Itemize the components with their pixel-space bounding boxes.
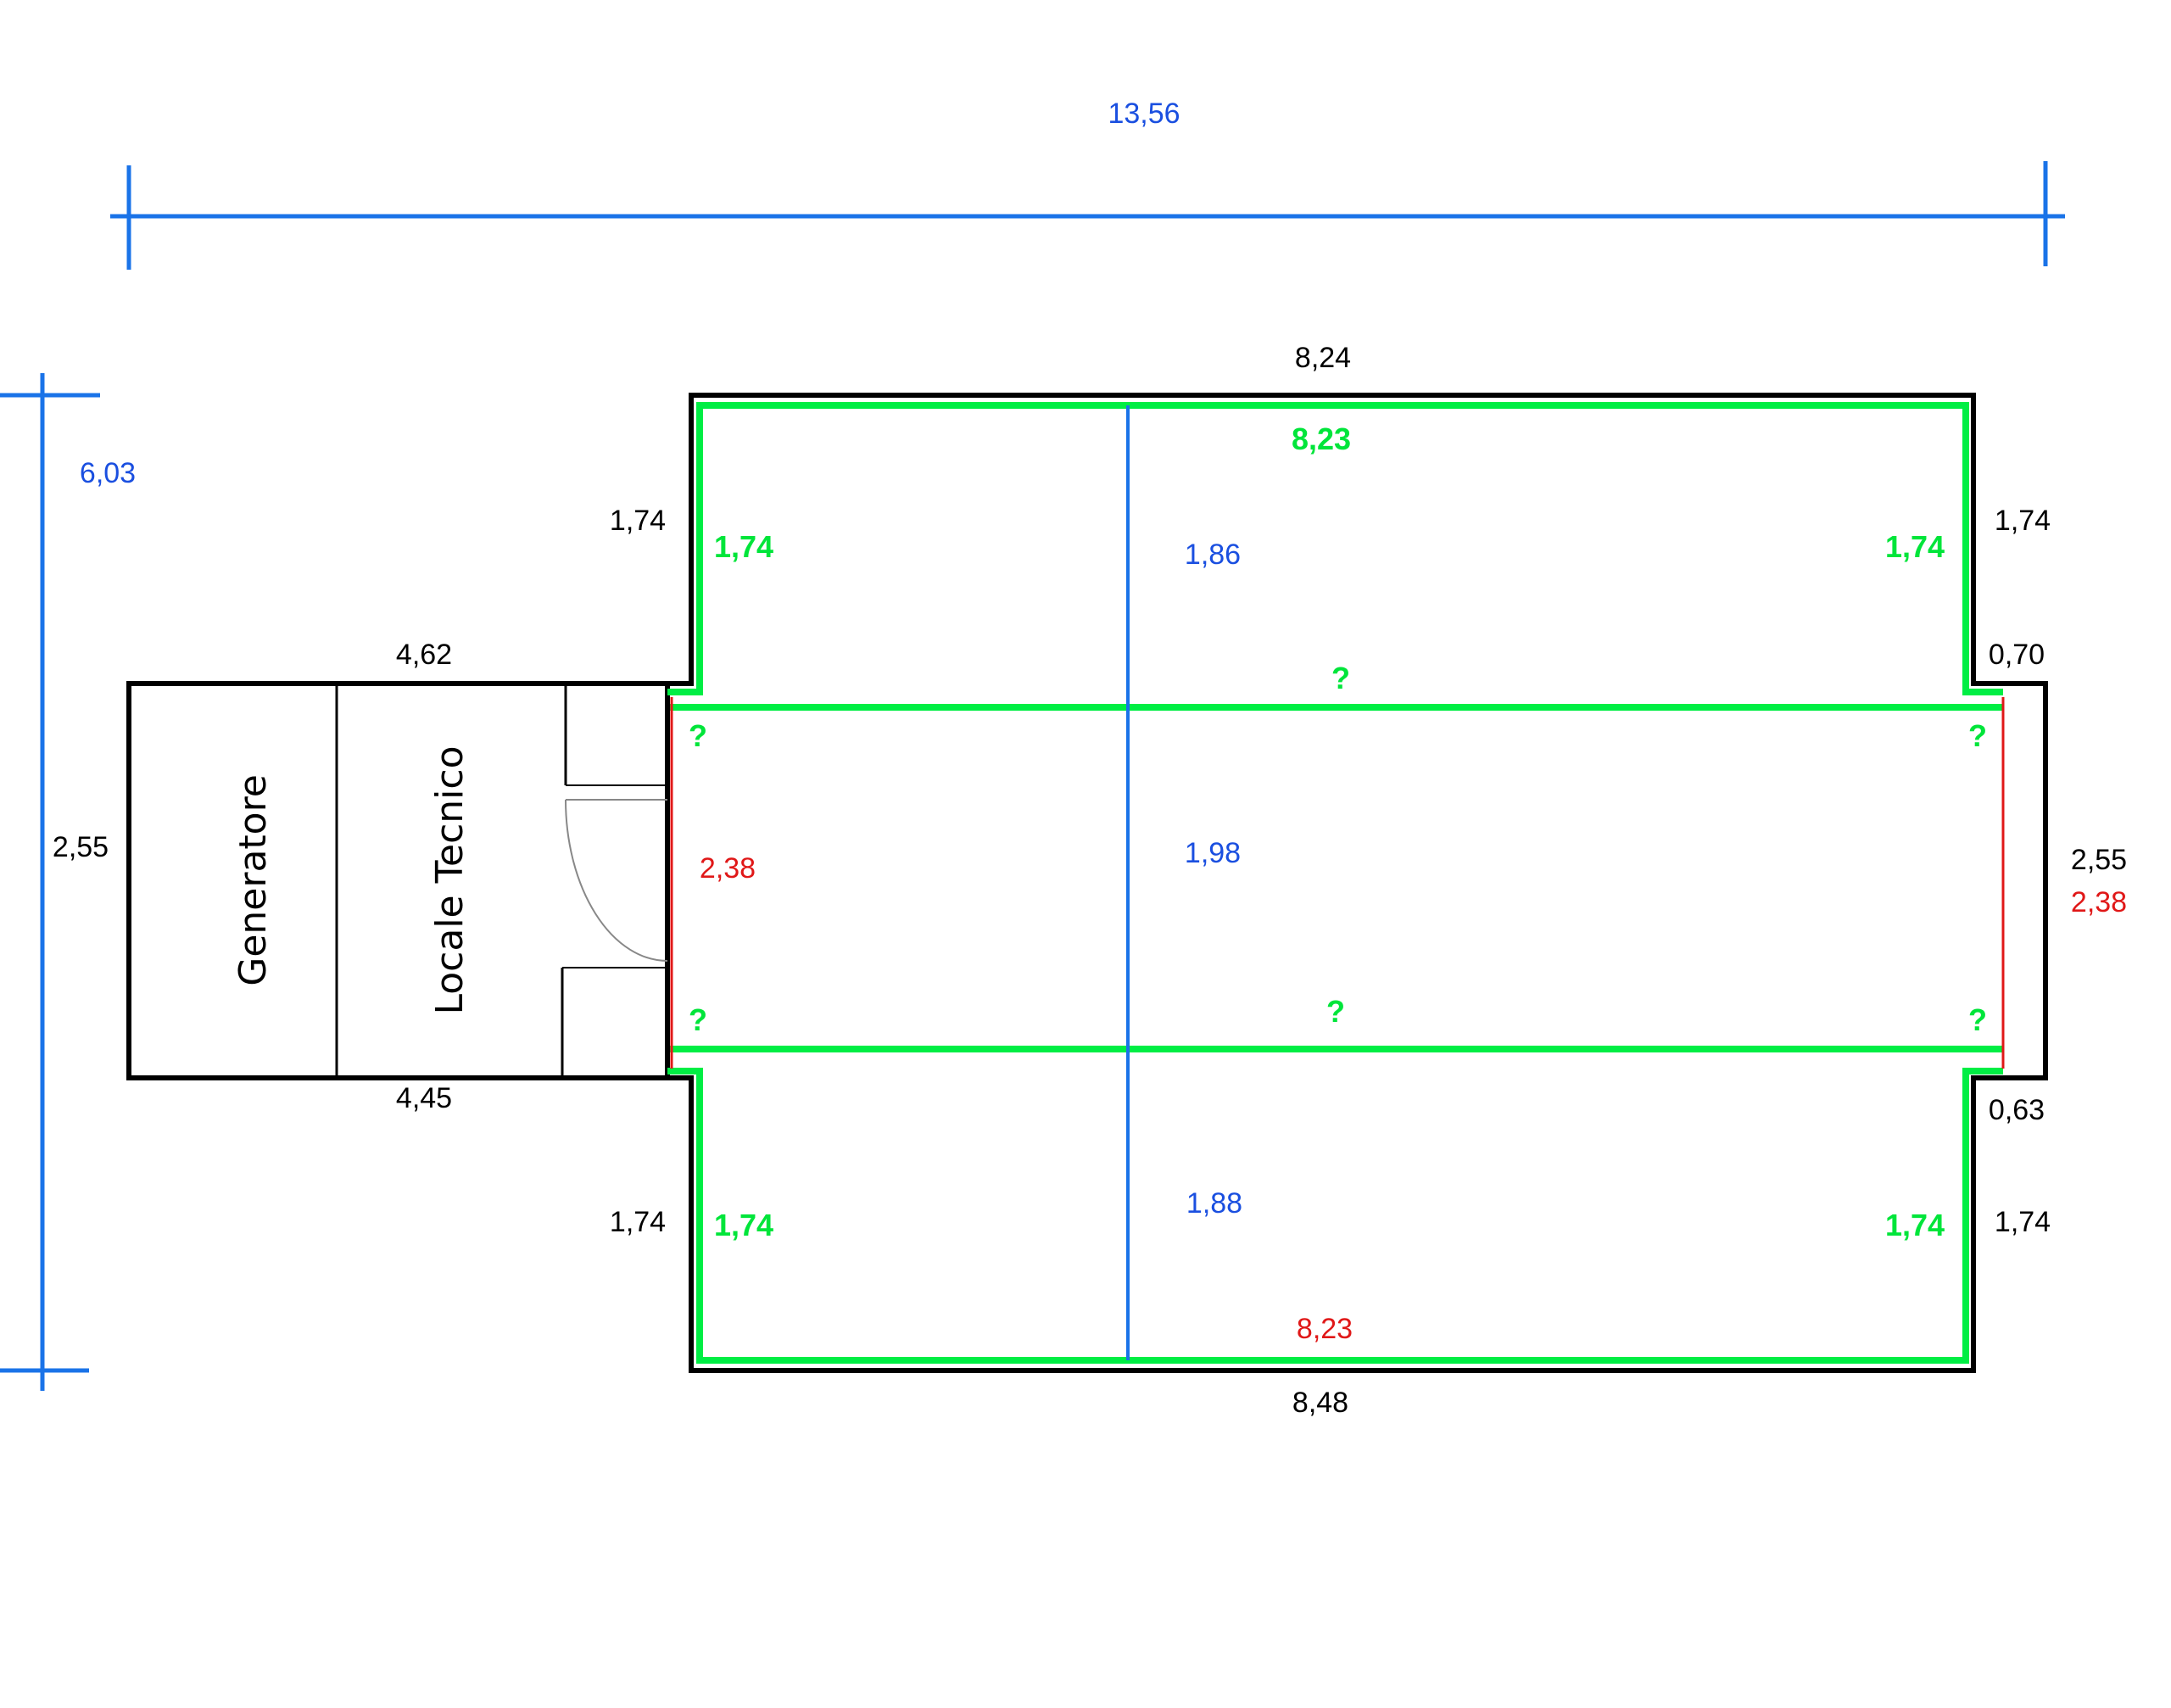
top-outer-label: 8,24	[1295, 342, 1351, 374]
right-height-outer-label: 2,55	[2071, 844, 2127, 876]
lower-right-inner-label: 1,74	[1885, 1208, 1945, 1242]
overall-width-dimension	[110, 161, 2065, 270]
green-inner-perimeter	[667, 402, 2003, 1364]
upper-right-outer-label: 1,74	[1995, 505, 2051, 537]
left-inner-height-label: 2,38	[700, 852, 756, 885]
annex-height-label: 2,55	[53, 831, 109, 863]
bottom-outer-label: 8,48	[1292, 1387, 1348, 1419]
unknown-mark: ?	[1331, 661, 1350, 695]
annex-walls	[126, 681, 670, 1080]
upper-left-outer-label: 1,74	[610, 505, 666, 537]
bottom-inner-label: 8,23	[1297, 1313, 1353, 1345]
unknown-mark: ?	[1968, 1002, 1987, 1037]
overall-height-dimension	[0, 373, 100, 1391]
upper-right-inner-label: 1,74	[1885, 529, 1945, 564]
overall-width-label: 13,56	[1108, 98, 1180, 130]
unknown-mark: ?	[1968, 718, 1987, 753]
hall-outer-walls	[667, 393, 2048, 1373]
center-upper-label: 1,86	[1185, 539, 1241, 571]
step-top-label: 0,70	[1989, 639, 2045, 671]
room-label-generatore: Generatore	[232, 774, 275, 986]
annex-bottom-label: 4,45	[396, 1082, 452, 1114]
step-bottom-label: 0,63	[1989, 1094, 2045, 1126]
center-middle-label: 1,98	[1185, 837, 1241, 869]
upper-left-inner-label: 1,74	[714, 529, 773, 564]
unknown-mark: ?	[689, 718, 707, 753]
unknown-mark: ?	[689, 1002, 707, 1037]
top-inner-label: 8,23	[1292, 421, 1351, 456]
room-label-locale-tecnico: Locale Tecnico	[428, 746, 472, 1015]
overall-height-label: 6,03	[80, 457, 136, 489]
center-lower-label: 1,88	[1186, 1187, 1242, 1220]
annex-top-label: 4,62	[396, 639, 452, 671]
right-height-inner-label: 2,38	[2071, 886, 2127, 918]
lower-left-inner-label: 1,74	[714, 1208, 773, 1242]
lower-left-outer-label: 1,74	[610, 1206, 666, 1238]
lower-right-outer-label: 1,74	[1995, 1206, 2051, 1238]
red-side-lines	[670, 697, 2005, 1069]
unknown-mark: ?	[1326, 994, 1345, 1029]
